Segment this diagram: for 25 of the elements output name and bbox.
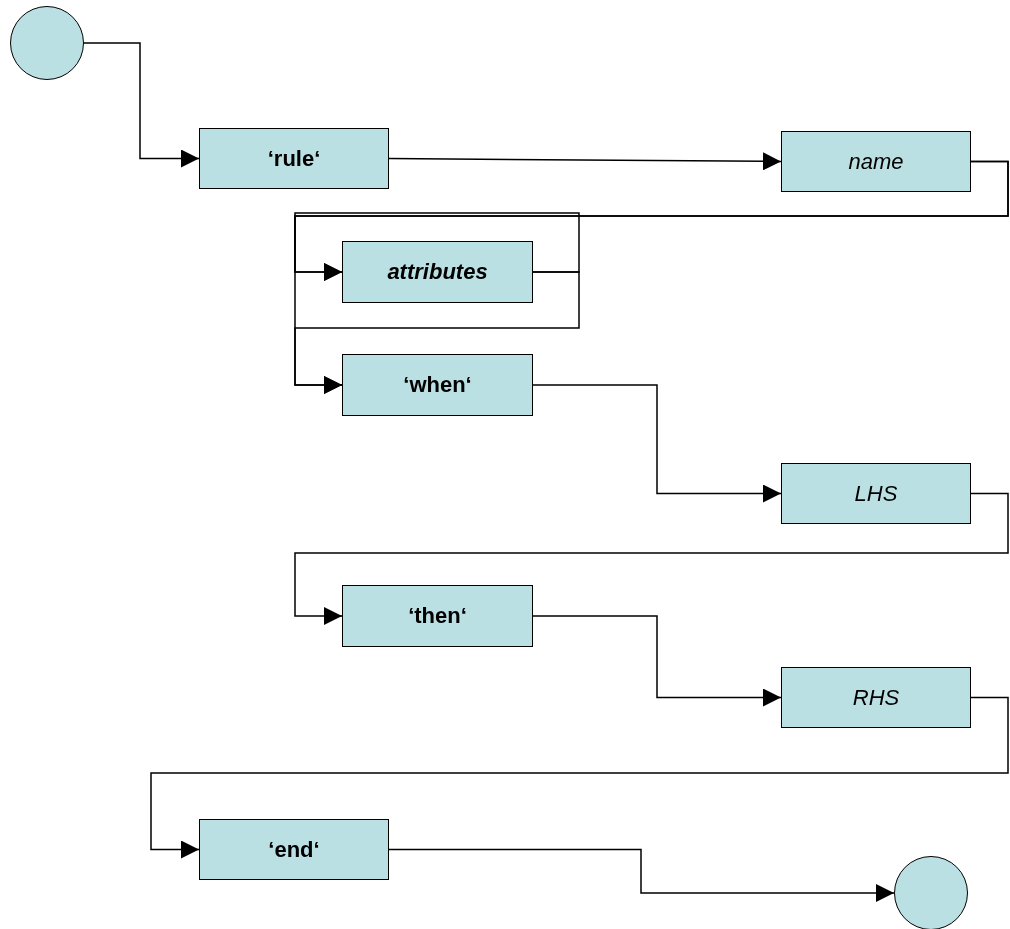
syntax-box [199,128,389,189]
keyword-label: attributes [387,259,488,285]
syntax-box [781,131,971,192]
arrow [532,384,782,503]
syntax-box [781,463,971,524]
arrow [294,271,580,394]
syntax-box [342,241,533,303]
arrow [150,696,1009,859]
syntax-box [781,667,971,728]
arrow [83,42,200,168]
keyword-label: ‘then‘ [408,603,467,629]
arrow [294,212,580,281]
keyword-label: ‘end‘ [268,836,320,863]
keyword-label: ‘when‘ [403,372,472,398]
syntax-box [199,819,389,880]
arrow [388,848,895,902]
arrow [532,615,782,707]
syntax-box [342,354,533,416]
syntax-box [342,585,533,647]
arrow [294,492,1009,625]
keyword-label: RHS [852,684,900,711]
keyword-label: LHS [854,480,898,507]
arrow [388,152,782,171]
keyword-label: name [848,148,904,175]
keyword-label: ‘rule‘ [267,145,321,172]
